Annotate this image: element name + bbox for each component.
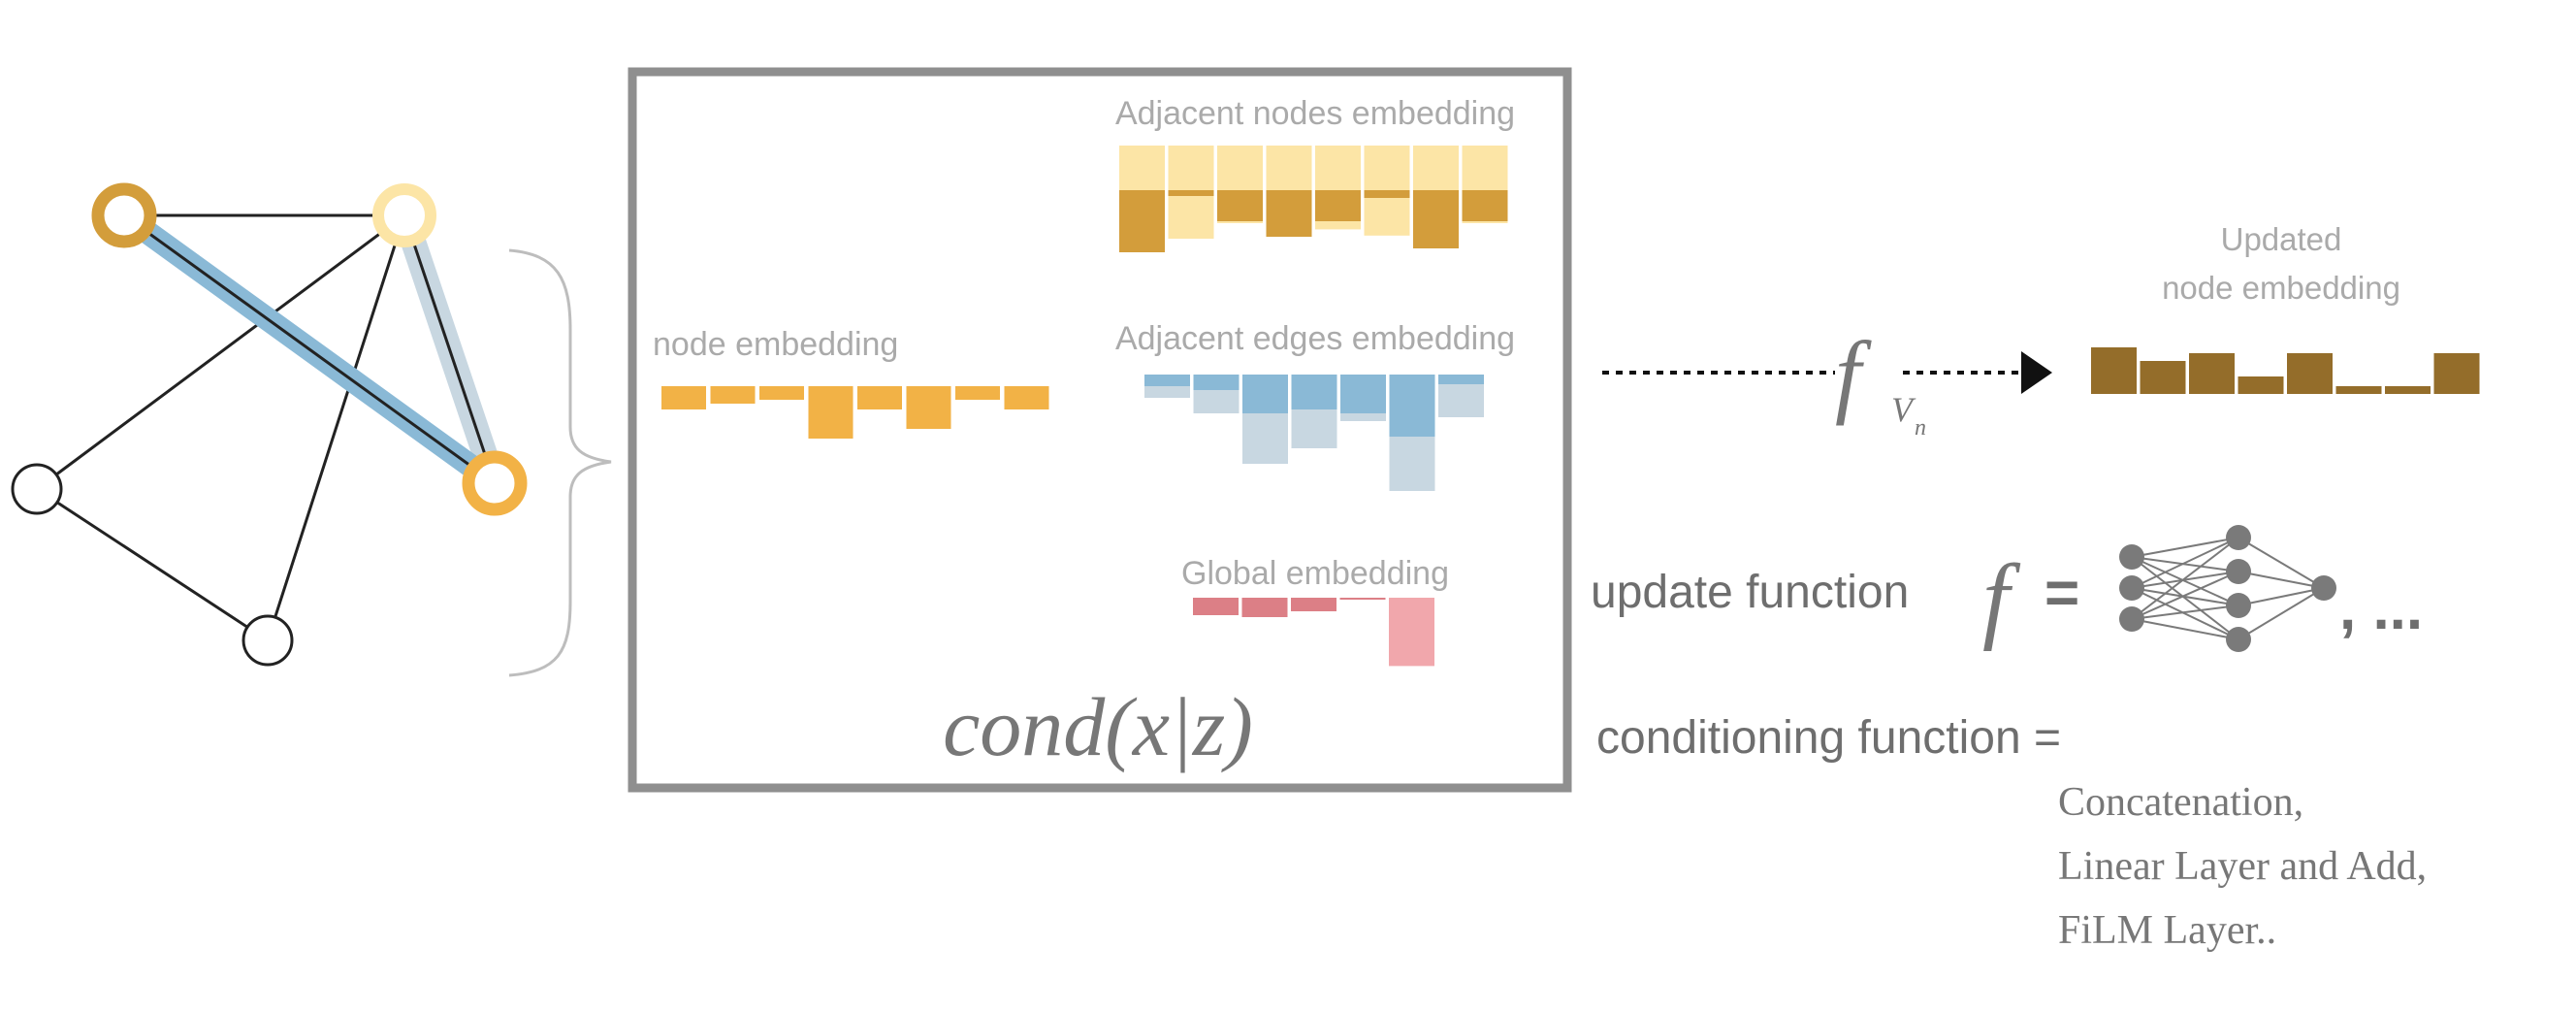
- node-embedding: [661, 386, 1049, 439]
- nn-neuron: [2119, 575, 2144, 601]
- adjacent-edges-bar-dark: [1242, 375, 1288, 413]
- conditioning-box: [628, 67, 1572, 793]
- global-embedding-bar-light: [1389, 598, 1434, 667]
- update-function-label: update function: [1591, 567, 1909, 618]
- nn-neuron: [2226, 525, 2251, 550]
- nn-connection: [2131, 587, 2239, 640]
- adjacent-edges-bar-dark: [1193, 375, 1240, 390]
- nn-connection: [2238, 571, 2325, 589]
- nn-connection: [2131, 618, 2239, 640]
- adjacent-edges-bar-dark: [1438, 375, 1484, 384]
- graph-node: [242, 614, 294, 667]
- updated-embedding-bar: [2287, 353, 2333, 394]
- updated-label-line2: node embedding: [2162, 270, 2400, 306]
- updated-embedding-bar: [2091, 347, 2137, 394]
- updated-embedding-bar: [2189, 353, 2235, 394]
- graph-edge: [36, 487, 269, 642]
- node-embedding-bar: [808, 386, 853, 439]
- conditioning-function-label: conditioning function =: [1596, 712, 2061, 764]
- update-function-subscript-n: n: [1915, 415, 1926, 441]
- nn-neuron: [2226, 593, 2251, 618]
- graph-node-target: [462, 450, 528, 516]
- global-embedding: [1193, 598, 1434, 667]
- nn-neuron: [2311, 575, 2336, 601]
- nn-connection: [2238, 587, 2325, 640]
- node-embedding-bar: [661, 386, 706, 409]
- update-etc: , ...: [2339, 575, 2423, 642]
- graph-node-light: [372, 183, 436, 247]
- cond-formula: cond(x|z): [943, 680, 1253, 773]
- adjacent-nodes-bar-dark: [1168, 190, 1214, 196]
- nn-connection: [2131, 556, 2239, 606]
- global-embedding-bar-dark: [1193, 598, 1239, 615]
- update-function-subscript: V: [1891, 390, 1916, 429]
- graph-node-gold: [91, 182, 157, 248]
- nn-connection: [2131, 571, 2239, 589]
- updated-embedding-bar: [2140, 361, 2186, 394]
- nn-connection: [2238, 587, 2325, 606]
- updated-label-line1: Updated: [2221, 221, 2342, 257]
- node-embedding-bar: [955, 386, 1000, 400]
- graph-edge: [402, 214, 497, 484]
- adjacent-edges-bar-dark: [1144, 375, 1190, 386]
- nn-connection: [2238, 537, 2325, 589]
- update-f-symbol: f: [1982, 544, 2021, 652]
- nn-connection: [2131, 605, 2239, 620]
- adjacent-nodes-bar-dark: [1364, 190, 1410, 198]
- conditioning-option-3: FiLM Layer..: [2058, 908, 2276, 953]
- conditioning-option-2: Linear Layer and Add,: [2058, 844, 2427, 889]
- arrow-head: [2021, 351, 2052, 394]
- updated-embedding-bar: [2335, 386, 2382, 394]
- nn-connection: [2131, 556, 2239, 640]
- node-embedding-bar: [759, 386, 804, 400]
- nn-connection: [2131, 587, 2239, 606]
- global-embedding-bar-dark: [1339, 598, 1386, 600]
- update-equals: =: [2045, 560, 2079, 627]
- adjacent-edges-label: Adjacent edges embedding: [1115, 320, 1515, 357]
- node-embedding-bar: [710, 386, 756, 404]
- adjacent-nodes-bar-dark: [1315, 190, 1361, 221]
- adjacent-edges-bar-dark: [1389, 375, 1435, 437]
- nn-neuron: [2226, 627, 2251, 652]
- node-embedding-bar: [906, 386, 951, 429]
- nn-neuron: [2226, 559, 2251, 584]
- graph-edge: [266, 214, 406, 641]
- nn-connection: [2131, 571, 2239, 620]
- neural-network-icon: [2119, 525, 2336, 652]
- graph-edge: [36, 213, 405, 491]
- nn-connection: [2131, 556, 2239, 572]
- adjacent-nodes-bar-dark: [1462, 190, 1508, 221]
- adjacent-nodes-bar-dark: [1413, 190, 1459, 248]
- node-embedding-bar: [1004, 386, 1049, 409]
- updated-embedding-bar: [2238, 376, 2284, 394]
- nn-neuron: [2119, 606, 2144, 632]
- nn-connection: [2131, 537, 2239, 589]
- curly-brace: [508, 248, 612, 677]
- adjacent-nodes-embedding: [1119, 146, 1508, 252]
- adjacent-nodes-bar-dark: [1266, 190, 1312, 237]
- adjacent-edges-embedding: [1144, 375, 1484, 491]
- node-embedding-label: node embedding: [653, 326, 898, 363]
- updated-embedding-bar: [2433, 353, 2480, 394]
- graph-node: [11, 463, 63, 515]
- adjacent-edges-bar-dark: [1340, 375, 1386, 413]
- adjacent-nodes-bar-dark: [1217, 190, 1263, 221]
- updated-embedding-bar: [2385, 386, 2431, 394]
- global-embedding-label: Global embedding: [1181, 555, 1449, 592]
- global-embedding-bar-dark: [1291, 598, 1336, 611]
- nn-connection: [2131, 537, 2239, 558]
- conditioning-option-1: Concatenation,: [2058, 780, 2303, 825]
- update-function-symbol: f: [1835, 322, 1872, 426]
- adjacent-nodes-label: Adjacent nodes embedding: [1115, 95, 1515, 132]
- global-embedding-bar-dark: [1241, 598, 1288, 617]
- graph: [11, 182, 528, 667]
- nn-neuron: [2119, 544, 2144, 570]
- nn-connection: [2131, 537, 2239, 620]
- node-embedding-bar: [857, 386, 902, 409]
- updated-node-embedding: [2091, 347, 2480, 394]
- graph-edge: [123, 213, 496, 485]
- adjacent-edges-bar-dark: [1291, 375, 1337, 409]
- adjacent-nodes-bar-dark: [1119, 190, 1165, 252]
